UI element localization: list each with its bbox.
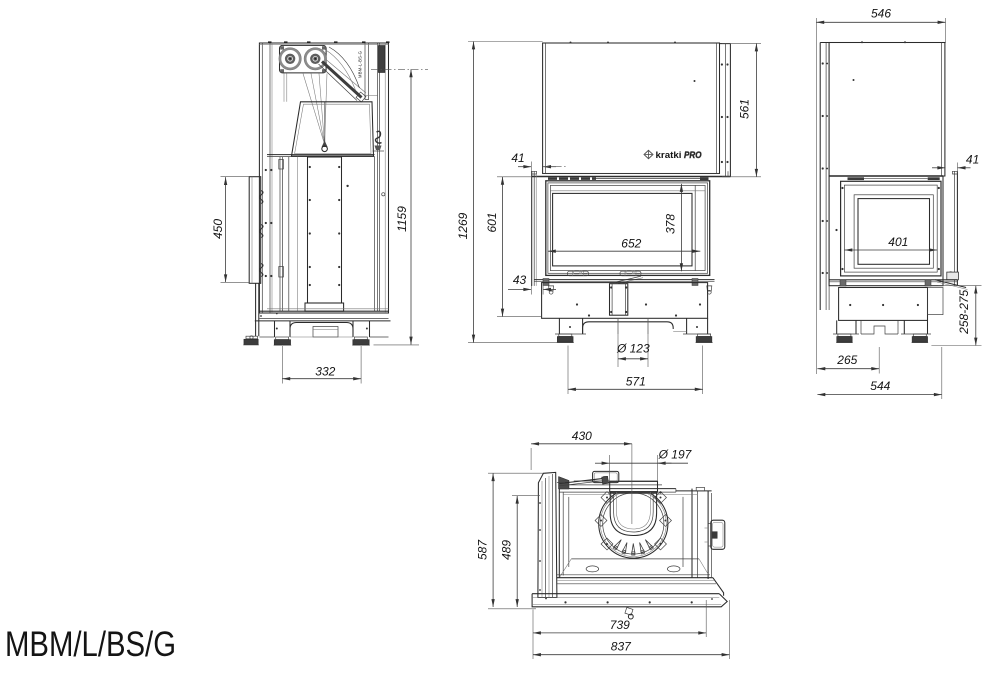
svg-text:41: 41 [966, 152, 979, 166]
svg-text:571: 571 [626, 374, 646, 388]
svg-text:258-275: 258-275 [957, 289, 971, 334]
svg-text:546: 546 [871, 7, 891, 21]
svg-text:332: 332 [315, 364, 335, 378]
svg-text:430: 430 [572, 429, 592, 443]
svg-text:Ø 123: Ø 123 [616, 341, 650, 355]
svg-text:1269: 1269 [456, 212, 470, 239]
svg-text:PRO: PRO [684, 150, 702, 160]
svg-text:739: 739 [610, 618, 630, 632]
svg-text:43: 43 [513, 273, 527, 287]
svg-text:kratki: kratki [656, 150, 682, 160]
svg-text:265: 265 [836, 353, 857, 367]
svg-text:652: 652 [621, 236, 641, 250]
svg-text:MBM-L-BS-G: MBM-L-BS-G [358, 51, 363, 78]
svg-text:MBM/L/BS/G: MBM/L/BS/G [5, 624, 176, 664]
svg-text:561: 561 [737, 99, 751, 119]
svg-text:1159: 1159 [395, 206, 409, 232]
svg-text:601: 601 [485, 212, 499, 232]
svg-text:41: 41 [511, 151, 524, 165]
svg-text:450: 450 [211, 219, 225, 239]
svg-text:378: 378 [664, 214, 678, 234]
svg-text:489: 489 [500, 540, 514, 560]
svg-text:837: 837 [611, 640, 632, 654]
svg-text:587: 587 [475, 539, 489, 560]
svg-text:401: 401 [888, 235, 908, 249]
svg-text:Ø 197: Ø 197 [658, 447, 693, 461]
svg-text:544: 544 [870, 379, 890, 393]
